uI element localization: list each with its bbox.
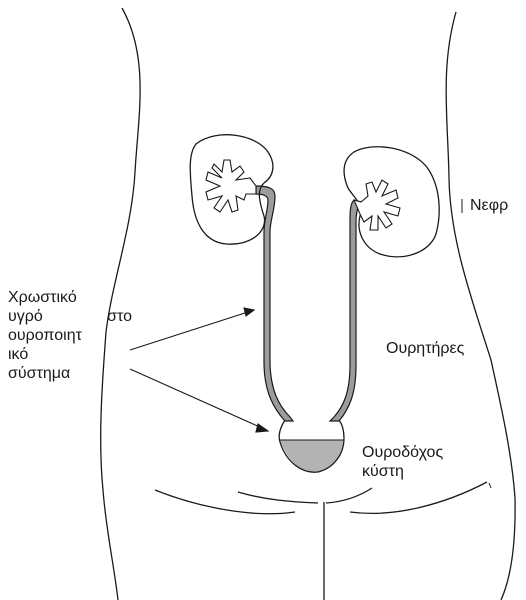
dye-label: Χρωστικό υγρό στο ουροποιητ ικό σύστημα [8,288,132,383]
body-right-contour [446,12,515,600]
kidney-label: Νεφρ [470,196,508,215]
right-hip-curve [350,482,487,513]
ureters-label: Ουρητήρες [386,339,464,358]
left-hip-curve [155,490,295,514]
gluteal-right [326,488,372,503]
arrow-to-ureter-line [130,312,248,350]
bladder-label-line-2: κύστη [362,462,443,481]
dye-label-line-5: σύστημα [8,364,132,383]
bladder-urine [280,440,343,472]
kidneys [190,135,439,257]
body-outline [101,8,515,600]
left-renal-pelvis [206,160,256,212]
bladder-label-line-1: Ουροδόχος [362,443,443,462]
hip-tick [489,483,491,488]
annotation-arrows [130,308,268,432]
gluteal-left [238,492,318,503]
right-renal-pelvis [354,180,400,230]
dye-label-line-4: ικό [8,345,132,364]
dye-label-line-1: Χρωστικό [8,288,132,307]
bladder [279,420,344,472]
dye-label-line-2: υγρό στο [8,307,132,326]
right-ureter [330,200,361,421]
arrow-to-ureter-head [244,308,254,316]
arrow-to-bladder-line [130,369,262,428]
bladder-label: Ουροδόχος κύστη [362,443,443,481]
dye-label-line-3: ουροποιητ [8,326,132,345]
left-ureter [256,186,293,421]
ureters [256,186,361,421]
arrow-to-bladder-head [256,424,268,432]
